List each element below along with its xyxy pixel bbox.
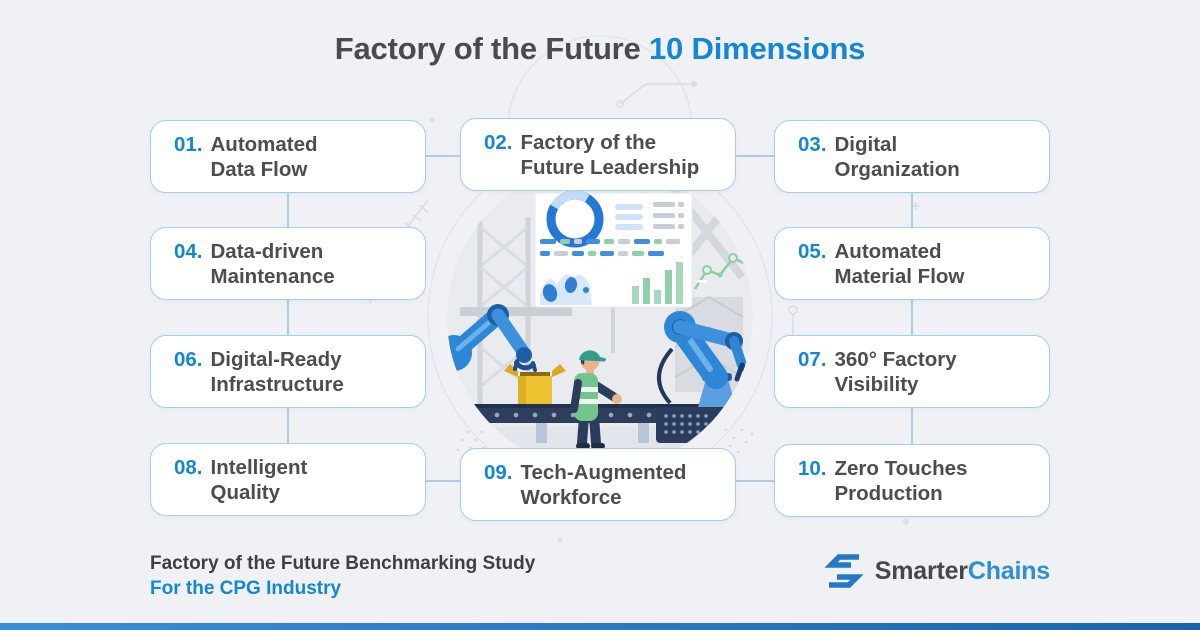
connector-card03-card05 <box>911 192 913 228</box>
card-number: 06. <box>174 347 203 371</box>
card-number: 10. <box>798 456 827 480</box>
logo-wordmark: SmarterChains <box>875 557 1050 586</box>
connector-card09-card10 <box>735 480 775 482</box>
smarterchains-logo: SmarterChains <box>824 551 1050 591</box>
worker <box>570 350 622 449</box>
connector-card05-card07 <box>911 299 913 336</box>
connector-card04-card06 <box>287 299 289 336</box>
card-number: 04. <box>174 239 203 263</box>
footer-industry: For the CPG Industry <box>150 578 342 599</box>
card-number: 08. <box>174 455 203 479</box>
card-number: 02. <box>484 130 513 154</box>
bottom-accent-bar <box>0 623 1200 630</box>
dashboard-panel <box>534 190 693 308</box>
robot-arm-left <box>447 304 537 372</box>
cardboard-box <box>504 364 566 404</box>
connector-card06-card08 <box>287 407 289 444</box>
connector-card01-card04 <box>287 192 289 228</box>
card-number: 01. <box>174 132 203 156</box>
bar-chart <box>632 262 683 304</box>
footer: Factory of the Future Benchmarking Study… <box>150 552 535 600</box>
card-number: 07. <box>798 347 827 371</box>
footer-study-title: Factory of the Future Benchmarking Study <box>150 553 536 574</box>
line-chart <box>693 253 747 290</box>
logo-text-dark: Smarter <box>874 556 968 585</box>
connector-card07-card10 <box>911 407 913 445</box>
card-number: 05. <box>798 239 827 263</box>
title-dark-part: Factory of the Future <box>334 31 641 66</box>
page-title: Factory of the Future 10 Dimensions <box>0 31 1200 67</box>
card-number: 03. <box>798 132 827 156</box>
connector-card08-card09 <box>426 480 461 482</box>
logo-text-accent: Chains <box>967 556 1050 585</box>
connector-card02-card03 <box>735 155 775 157</box>
card-number: 09. <box>484 460 513 484</box>
title-accent-part: 10 Dimensions <box>649 31 866 66</box>
connector-card01-card02 <box>426 155 461 157</box>
factory-illustration <box>447 164 753 470</box>
smarterchains-s-icon <box>824 554 864 588</box>
